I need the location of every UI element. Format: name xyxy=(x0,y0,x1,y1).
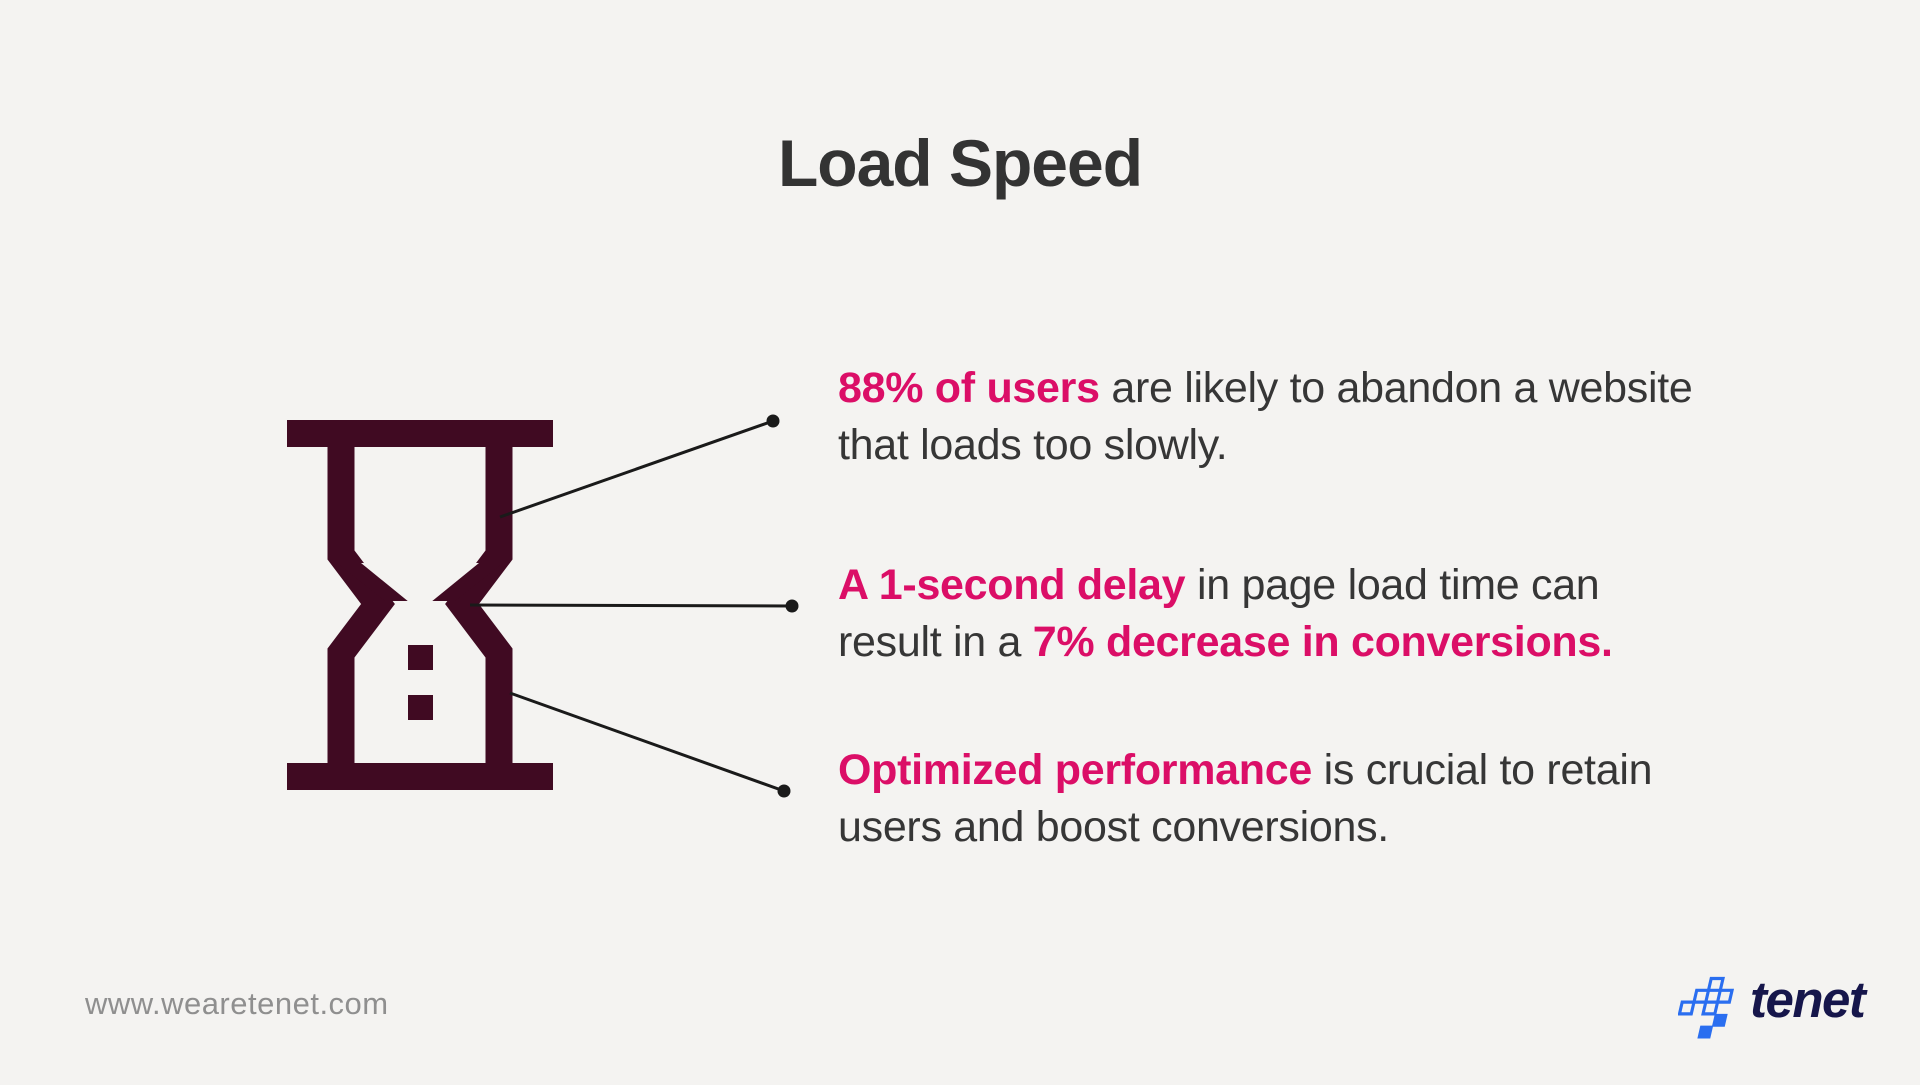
hourglass-sand-drop-2 xyxy=(408,695,433,720)
stat-block-3: Optimized performance is crucial to reta… xyxy=(838,742,1698,856)
stat-2-text: in page load time can xyxy=(1185,561,1600,609)
logo-square-filled-1 xyxy=(1711,1013,1728,1027)
stat-3-text: is crucial to retain xyxy=(1311,746,1653,794)
connector-dot-2 xyxy=(785,599,799,613)
stat-1-accent: 88% of users xyxy=(838,364,1100,412)
stat-3-line-1: Optimized performance is crucial to reta… xyxy=(838,742,1698,799)
stat-1-text-2: that loads too slowly. xyxy=(838,421,1228,469)
stat-2-text-2: result in a xyxy=(838,618,1033,666)
connector-dot-3 xyxy=(777,784,791,798)
website-url: www.wearetenet.com xyxy=(85,986,389,1021)
stat-2-accent: A 1-second delay xyxy=(838,561,1186,609)
connector-line-2 xyxy=(469,603,793,608)
stat-1-line-1: 88% of users are likely to abandon a web… xyxy=(838,360,1698,417)
stat-2-accent-2: 7% decrease in conversions. xyxy=(1032,618,1613,666)
stat-3-accent: Optimized performance xyxy=(838,746,1312,794)
stat-block-1: 88% of users are likely to abandon a web… xyxy=(838,360,1698,474)
hourglass-left-wall xyxy=(327,447,395,763)
stat-2-line-1: A 1-second delay in page load time can xyxy=(838,557,1698,614)
logo-square-outline-5 xyxy=(1701,1000,1720,1016)
stat-3-text-2: users and boost conversions. xyxy=(838,803,1389,851)
connector-line-1 xyxy=(499,419,774,519)
stat-2-line-2: result in a 7% decrease in conversions. xyxy=(838,614,1698,671)
logo-square-outline-1 xyxy=(1706,976,1725,992)
logo-square-outline-2 xyxy=(1692,988,1711,1004)
tenet-pixel-asterisk-icon xyxy=(1678,976,1735,1039)
connector-dot-1 xyxy=(766,414,780,428)
hourglass-funnel-gap xyxy=(361,563,479,611)
stat-1-line-2: that loads too slowly. xyxy=(838,417,1698,474)
hourglass-right-wall xyxy=(445,447,513,763)
logo-square-outline-3 xyxy=(1715,988,1735,1004)
tenet-logo: tenet xyxy=(1678,966,1918,1056)
stat-3-line-2: users and boost conversions. xyxy=(838,799,1698,856)
brand-name: tenet xyxy=(1750,971,1866,1028)
stat-block-2: A 1-second delay in page load time can r… xyxy=(838,557,1698,671)
hourglass-sand-drop-1 xyxy=(408,645,433,670)
connector-line-3 xyxy=(509,691,785,793)
page-title: Load Speed xyxy=(777,126,1143,200)
stat-1-text: are likely to abandon a website xyxy=(1099,364,1693,412)
logo-square-filled-2 xyxy=(1697,1025,1714,1039)
hourglass-icon xyxy=(287,420,553,790)
hourglass-icon-svg xyxy=(287,420,553,790)
logo-square-outline-4 xyxy=(1678,1000,1696,1016)
